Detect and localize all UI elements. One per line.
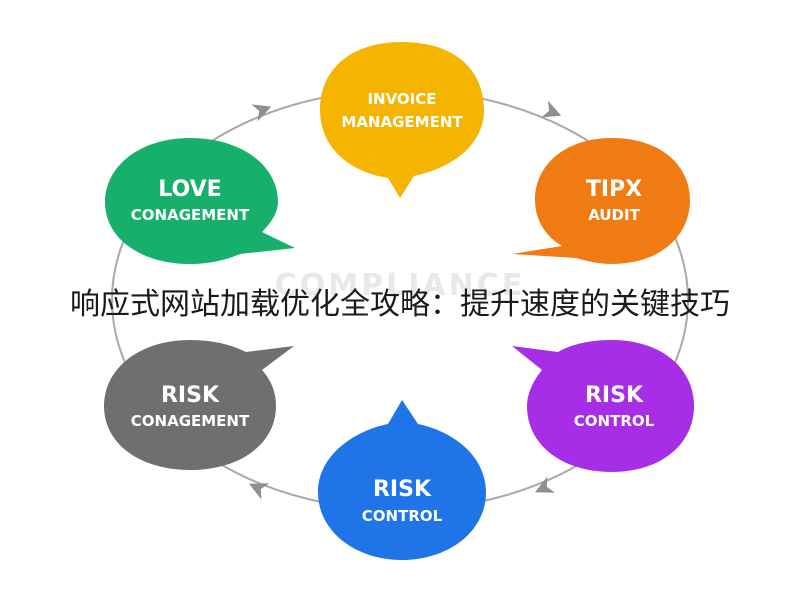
node-tipx-audit: TIPX AUDIT [512, 138, 690, 264]
love-line1: LOVE [158, 177, 221, 202]
arrow-bottom-left [248, 483, 270, 500]
node-love-conagement: LOVE CONAGEMENT [105, 138, 295, 264]
love-line2: CONAGEMENT [131, 206, 250, 224]
risk-control-right-line1: RISK [585, 383, 644, 408]
node-risk-conagement: RISK CONAGEMENT [104, 340, 294, 470]
arrow-top-left [251, 104, 272, 122]
tipx-bubble [512, 138, 690, 264]
node-invoice-management: INVOICE MANAGEMENT [320, 42, 484, 198]
risk-conagement-bubble [104, 340, 294, 470]
arrow-bottom-right [534, 476, 556, 493]
overlay-title: 响应式网站加载优化全攻略：提升速度的关键技巧 [70, 287, 730, 322]
invoice-bubble [320, 42, 484, 198]
arrow-top-right [541, 100, 562, 118]
risk-conagement-line1: RISK [161, 383, 220, 408]
risk-control-bottom-line2: CONTROL [362, 507, 443, 525]
risk-control-right-bubble [512, 340, 694, 472]
node-risk-control-right: RISK CONTROL [512, 340, 694, 472]
tipx-line2: AUDIT [588, 206, 640, 224]
risk-control-bottom-line1: RISK [373, 477, 432, 502]
tipx-line1: TIPX [586, 177, 642, 202]
risk-conagement-line2: CONAGEMENT [131, 412, 250, 430]
node-risk-control-bottom: RISK CONTROL [318, 400, 486, 560]
center-label: COMPLIANCE [275, 268, 525, 303]
risk-control-right-line2: CONTROL [574, 412, 655, 430]
love-bubble [105, 138, 295, 264]
risk-control-bottom-bubble [318, 400, 486, 560]
invoice-line1: INVOICE [367, 90, 436, 108]
invoice-line2: MANAGEMENT [341, 113, 463, 131]
